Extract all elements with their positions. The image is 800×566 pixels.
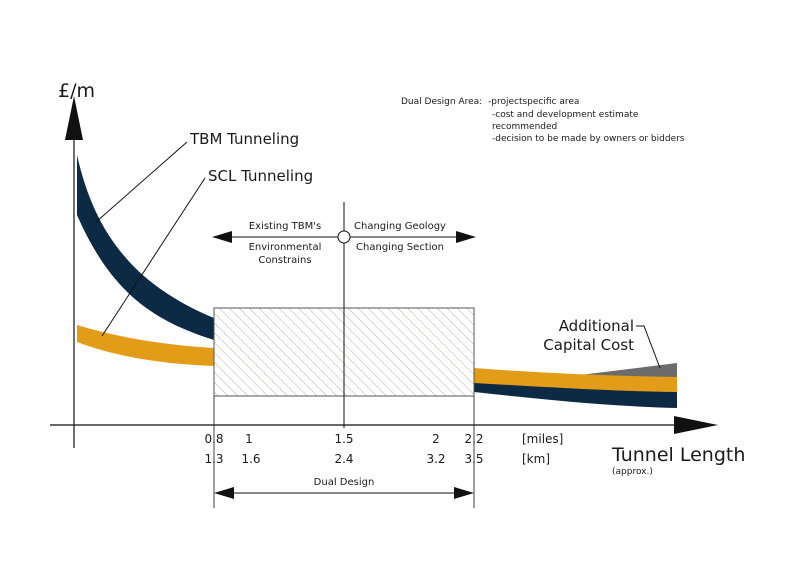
additional-capital-cost-label-1: Additional — [559, 317, 634, 335]
additional-capital-cost-band — [580, 363, 677, 378]
right-arrowhead — [456, 231, 476, 243]
dual-design-area-point-2: -cost and development estimate — [492, 110, 639, 120]
tbm-curve-right — [474, 380, 677, 408]
tbm-leader-line — [95, 141, 188, 223]
arrow-right-label-2: Changing Section — [356, 242, 444, 253]
dual-design-arrow-right — [454, 487, 474, 499]
miles-unit-label: [miles] — [522, 432, 563, 446]
tick-miles-2.2: 2.2 — [464, 432, 483, 446]
dual-design-area-point-1: -projectspecific area — [488, 97, 579, 107]
additional-leader-line — [636, 325, 661, 369]
x-axis-label: Tunnel Length — [611, 444, 745, 466]
tick-miles-1: 1 — [245, 432, 253, 446]
scl-tunneling-label: SCL Tunneling — [208, 167, 313, 185]
arrow-left-label-3: Constrains — [258, 255, 311, 266]
arrow-right-label-1: Changing Geology — [354, 221, 446, 232]
dual-design-area-heading: Dual Design Area: — [401, 97, 482, 107]
dual-design-label: Dual Design — [314, 477, 375, 488]
dual-design-arrow-left — [214, 487, 234, 499]
arrow-left-label-2: Environmental — [249, 242, 322, 253]
tbm-curve-left — [77, 155, 214, 340]
dual-design-area-point-3: recommended — [492, 122, 557, 132]
tick-miles-2: 2 — [432, 432, 440, 446]
tick-km-1.3: 1.3 — [204, 452, 223, 466]
x-axis-sublabel: (approx.) — [612, 467, 653, 477]
scl-curve-right — [474, 368, 677, 392]
tick-miles-1.5: 1.5 — [334, 432, 353, 446]
tbm-tunneling-label: TBM Tunneling — [189, 130, 299, 148]
x-axis-arrowhead — [674, 416, 718, 434]
tick-miles-0.8: 0.8 — [204, 432, 223, 446]
tick-km-1.6: 1.6 — [241, 452, 260, 466]
scl-curve-left — [77, 325, 214, 366]
tick-km-2.4: 2.4 — [334, 452, 353, 466]
center-marker-circle — [337, 230, 351, 244]
additional-capital-cost-label-2: Capital Cost — [543, 336, 634, 354]
km-unit-label: [km] — [522, 452, 550, 466]
tick-km-3.5: 3.5 — [464, 452, 483, 466]
scl-leader-line — [101, 177, 206, 337]
arrow-left-label-1: Existing TBM's — [249, 221, 321, 232]
tick-km-3.2: 3.2 — [426, 452, 445, 466]
y-axis-arrowhead — [65, 96, 83, 140]
dual-design-area-point-4: -decision to be made by owners or bidder… — [492, 134, 685, 144]
left-arrowhead — [212, 231, 232, 243]
y-axis-label: £/m — [58, 80, 95, 102]
